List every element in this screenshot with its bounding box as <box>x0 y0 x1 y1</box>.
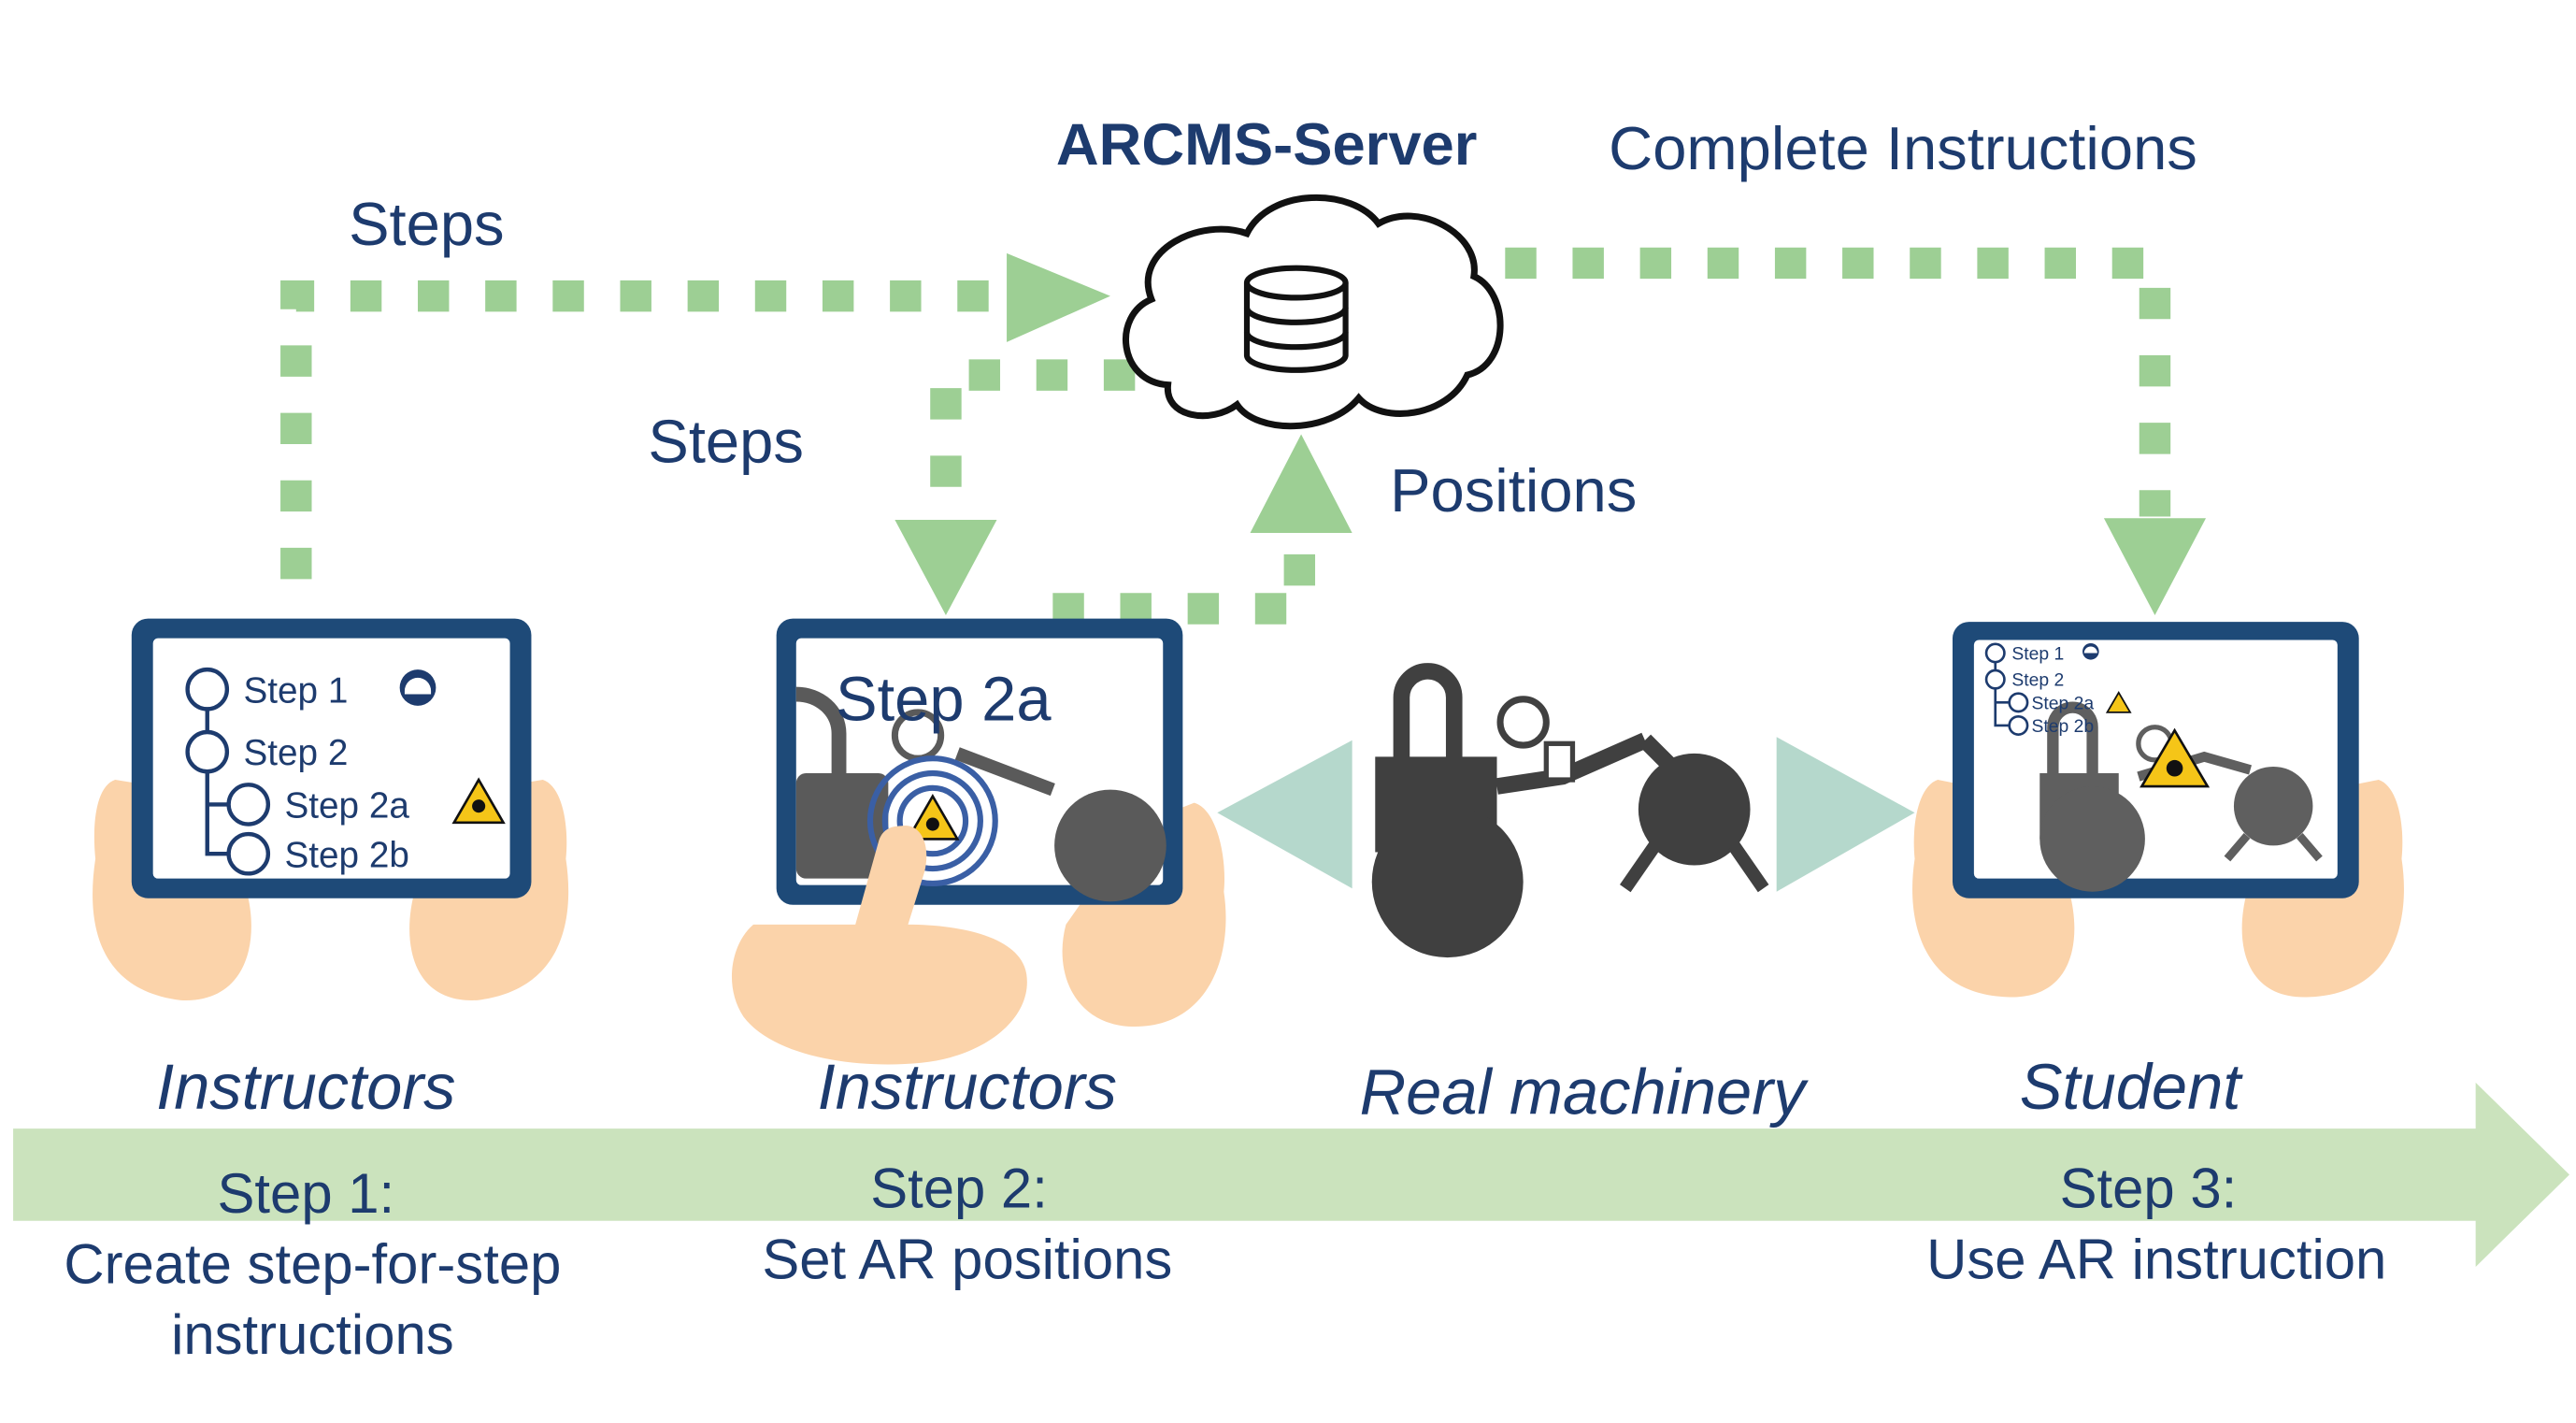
tablet-1-group: Step 1 Step 2 Step 2a Step 2b <box>93 618 569 1000</box>
tablet-1-item-2: Step 2 <box>243 733 348 773</box>
arrowhead-complete <box>2103 518 2207 616</box>
server-title: ARCMS-Server <box>1056 112 1478 178</box>
tablet-2-machine <box>795 686 1166 902</box>
warning-icon <box>906 793 960 841</box>
flow-positions <box>1052 533 1316 625</box>
view-arrow-left <box>1217 740 1352 889</box>
warning-icon <box>451 777 506 825</box>
arrowhead-steps-mid <box>894 519 997 616</box>
step-3-desc: Use AR instruction <box>1926 1228 2386 1290</box>
tablet-3-tree <box>1984 642 2029 736</box>
tablet-1-tree <box>185 667 271 876</box>
hand-icon <box>1062 802 1226 1028</box>
flow-label-steps-mid: Steps <box>648 407 804 475</box>
warning-icon <box>2105 691 2132 713</box>
server-cloud <box>1122 194 1504 430</box>
step-1-desc-line-2: instructions <box>171 1303 454 1366</box>
actor-label-instructors-2: Instructors <box>818 1051 1117 1123</box>
flow-complete <box>1505 247 2171 517</box>
database-icon <box>1243 265 1349 373</box>
tablet-1-item-1: Step 1 <box>243 670 348 711</box>
flow-steps-mid <box>930 359 1136 527</box>
view-arrow-right <box>1776 737 1915 892</box>
step-1-title: Step 1: <box>218 1162 395 1225</box>
hand-icon <box>731 825 1027 1065</box>
flow-arrowheads <box>894 252 2207 616</box>
tablet-3-group: Step 1 Step 2 Step 2a Step 2b <box>1912 622 2404 998</box>
warning-icon <box>2140 727 2211 788</box>
tablet-2-overlay: Step 2a <box>836 665 1052 735</box>
flow-arrows <box>280 247 2171 625</box>
flow-steps-top <box>280 280 1004 580</box>
arrowhead-steps-top <box>1007 252 1110 342</box>
helmet-icon <box>399 669 436 706</box>
tablet-3-item-3: Step 2a <box>2031 693 2094 713</box>
helmet-icon <box>2082 642 2099 660</box>
tablet-1-item-3: Step 2a <box>284 786 409 826</box>
tablet-1-item-4: Step 2b <box>284 835 408 875</box>
tablet-2-group: Step 2a <box>731 618 1226 1065</box>
arrowhead-positions <box>1250 434 1352 534</box>
tablet-3-item-4: Step 2b <box>2031 716 2094 737</box>
actor-label-instructors-1: Instructors <box>156 1051 455 1123</box>
step-2-title: Step 2: <box>870 1157 1048 1220</box>
tablet-3-item-1: Step 1 <box>2011 644 2064 665</box>
step-2-desc: Set AR positions <box>762 1228 1172 1290</box>
actor-label-machinery: Real machinery <box>1360 1056 1809 1128</box>
flow-label-positions: Positions <box>1390 456 1637 525</box>
machine-icon <box>1217 663 1915 958</box>
actor-label-student: Student <box>2020 1051 2244 1123</box>
flow-label-complete: Complete Instructions <box>1609 114 2197 182</box>
step-1-desc-line-1: Create step-for-step <box>64 1233 561 1296</box>
flow-label-steps-top: Steps <box>349 190 505 258</box>
step-3-title: Step 3: <box>2060 1157 2238 1220</box>
tablet-3-item-2: Step 2 <box>2011 670 2064 691</box>
